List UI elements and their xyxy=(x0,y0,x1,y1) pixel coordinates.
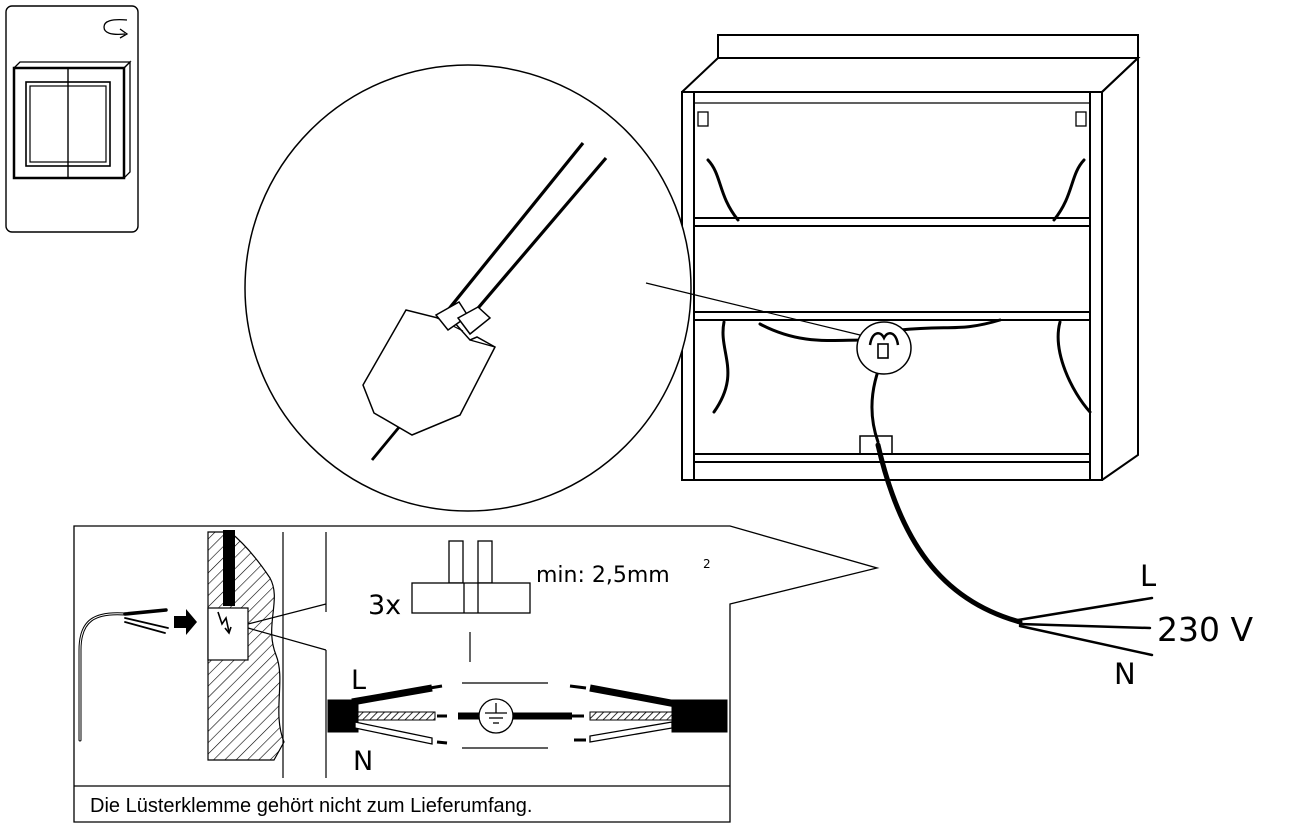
quantity-label: 3x xyxy=(368,590,401,621)
terminal-closeup-marker xyxy=(856,321,912,375)
mains-voltage-label: 230 V xyxy=(1157,610,1253,649)
right-arrow-icon xyxy=(174,609,197,635)
mains-cable xyxy=(875,442,1154,657)
ground-symbol-icon xyxy=(478,698,514,734)
mains-label-l: L xyxy=(1140,559,1156,593)
wiring-detail-callout xyxy=(73,525,880,823)
magnified-terminal-view xyxy=(244,64,861,512)
cabinet-wiring xyxy=(706,158,1092,444)
footnote-text: Die Lüsterklemme gehört nicht zum Liefer… xyxy=(90,795,532,817)
switch-thumbnail xyxy=(5,5,139,233)
conductor-label-n: N xyxy=(353,746,373,777)
switch-icon xyxy=(12,60,132,180)
rotate-arrow-icon xyxy=(103,19,129,39)
cross-section-superscript: 2 xyxy=(703,557,711,571)
mains-label-n: N xyxy=(1114,657,1136,691)
terminal-block xyxy=(411,540,531,614)
mirror-cabinet xyxy=(681,34,1141,481)
wall-section xyxy=(207,530,327,778)
conductor-label-l: L xyxy=(351,665,366,696)
wire-connection xyxy=(327,682,728,749)
min-cross-section-label: min: 2,5mm xyxy=(536,563,670,588)
lightning-icon xyxy=(217,611,232,635)
wall-cable xyxy=(78,608,169,742)
